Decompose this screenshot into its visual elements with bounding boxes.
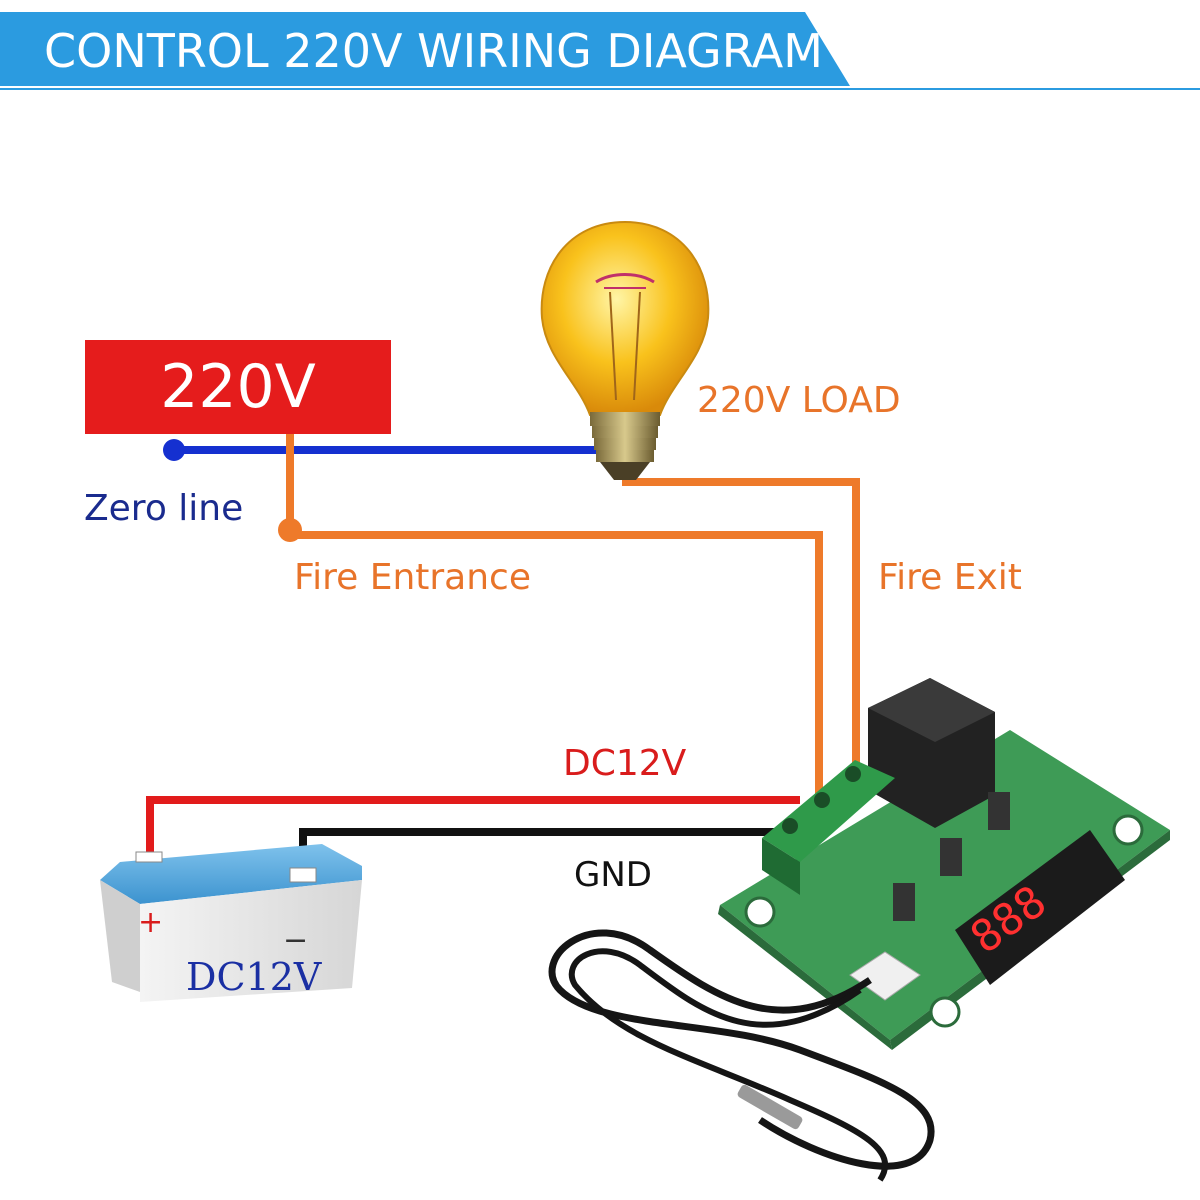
thermostat-module-icon: 888 [718, 678, 1170, 1050]
dc12v-wire-label: DC12V [563, 743, 687, 784]
light-bulb-icon [540, 220, 710, 480]
supply-voltage-label: 220V [160, 352, 316, 422]
gnd-wire [299, 828, 785, 880]
battery-plus-sign: + [138, 905, 163, 940]
module-button-up [940, 838, 962, 876]
supply-box [85, 340, 391, 434]
battery-icon: + − [100, 844, 362, 1002]
gnd-wire-label: GND [574, 855, 652, 895]
zero-line-wire [163, 439, 600, 461]
module-button-down [893, 883, 915, 921]
header-banner: CONTROL 220V WIRING DIAGRAM [0, 0, 1200, 100]
header-banner-shape [0, 12, 1200, 90]
temperature-probe-icon [548, 929, 935, 1182]
fire-exit-wire [622, 478, 860, 775]
fire-entrance-wire [278, 434, 823, 800]
battery-minus-sign: − [283, 923, 308, 958]
zero-line-label: Zero line [84, 488, 244, 529]
fire-exit-label: Fire Exit [878, 557, 1022, 598]
module-button-set [988, 792, 1010, 830]
fire-entrance-label: Fire Entrance [294, 557, 531, 598]
load-label: 220V LOAD [697, 380, 901, 421]
page-title: CONTROL 220V WIRING DIAGRAM [44, 24, 823, 78]
battery-voltage-label: DC12V [186, 955, 322, 999]
dc12v-wire [146, 796, 800, 858]
